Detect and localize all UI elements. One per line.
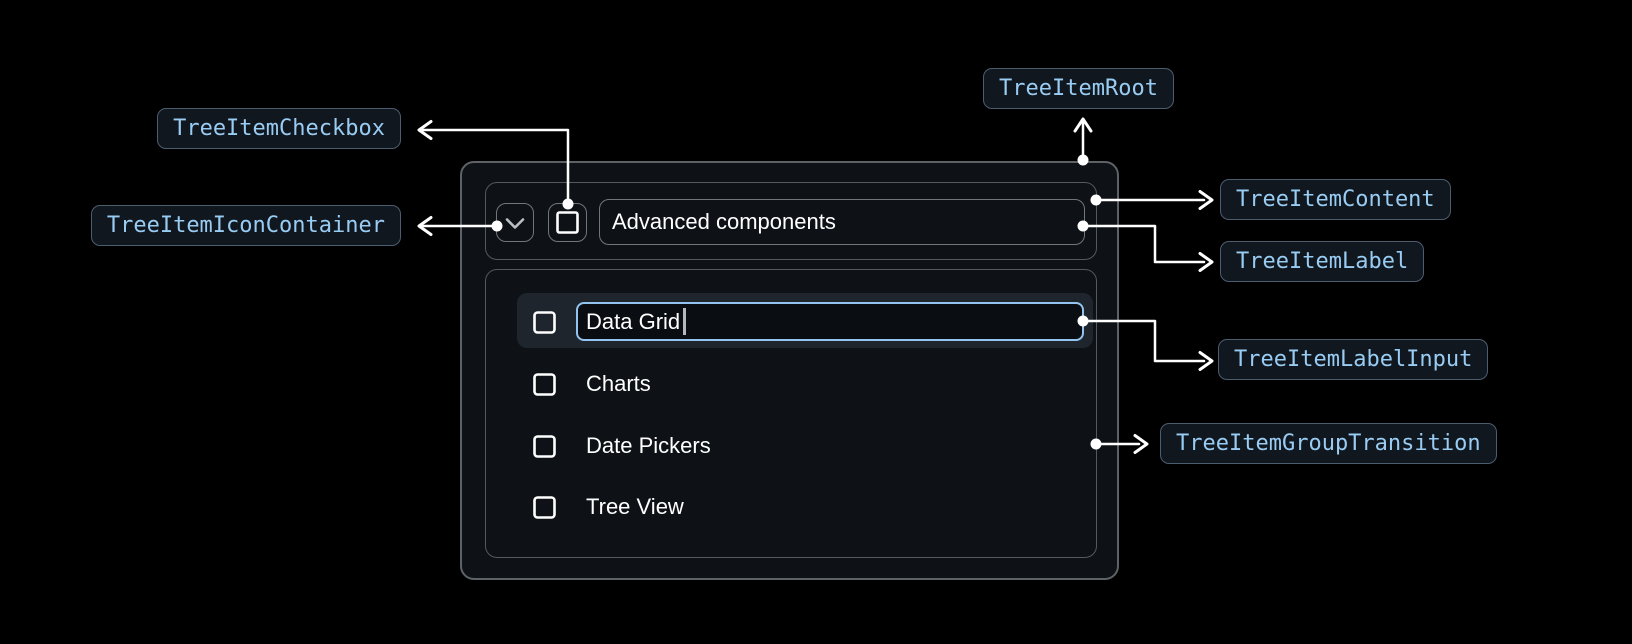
tree-row-label: Tree View: [586, 494, 684, 519]
text-cursor: [683, 308, 686, 335]
expand-collapse-button[interactable]: [496, 203, 534, 242]
arrowhead-right-icon: [1198, 351, 1214, 371]
chevron-down-icon: [505, 217, 525, 229]
connector-tree-item-root: [1073, 117, 1093, 166]
arrowhead-left-icon: [417, 120, 433, 140]
checkbox-unchecked-icon[interactable]: [533, 495, 556, 519]
tree-row-label: Date Pickers: [586, 433, 711, 458]
label-input-value: Data Grid: [586, 308, 681, 334]
annotation-chip-tree-item-root: TreeItemRoot: [983, 68, 1174, 109]
arrowhead-right-icon: [1133, 434, 1149, 454]
arrowhead-left-icon: [417, 216, 433, 236]
annotation-chip-tree-item-icon-container: TreeItemIconContainer: [90, 205, 401, 246]
checkbox-unchecked-icon[interactable]: [533, 372, 556, 396]
tree-row[interactable]: Date Pickers: [533, 432, 711, 460]
arrowhead-right-icon: [1198, 190, 1214, 210]
tree-row-label: Charts: [586, 371, 651, 396]
arrowhead-right-icon: [1198, 252, 1214, 272]
tree-row[interactable]: Tree View: [533, 493, 684, 521]
annotation-chip-tree-item-label-input: TreeItemLabelInput: [1218, 339, 1489, 380]
annotation-chip-tree-item-group-transition: TreeItemGroupTransition: [1160, 423, 1497, 464]
tree-item-group-transition: Data Grid Charts Date Pickers: [485, 269, 1097, 558]
annotation-chip-tree-item-checkbox: TreeItemCheckbox: [157, 108, 401, 149]
tree-row-editing[interactable]: Data Grid: [517, 293, 1093, 348]
checkbox-unchecked-icon[interactable]: [533, 311, 556, 334]
tree-row[interactable]: Charts: [533, 370, 651, 398]
checkbox-unchecked-icon[interactable]: [533, 434, 556, 458]
tree-item-checkbox[interactable]: [548, 203, 587, 242]
tree-item-content[interactable]: Advanced components: [485, 182, 1097, 260]
checkbox-unchecked-icon: [556, 211, 579, 234]
annotation-chip-tree-item-content: TreeItemContent: [1220, 179, 1451, 220]
tree-item-label-input[interactable]: Data Grid: [576, 302, 1084, 341]
arrowhead-up-icon: [1073, 117, 1093, 133]
annotation-chip-tree-item-label: TreeItemLabel: [1220, 241, 1425, 282]
tree-item-label: Advanced components: [599, 199, 1085, 245]
tree-item-label-text: Advanced components: [612, 209, 836, 234]
tree-item-root: Advanced components Data Grid Charts: [460, 161, 1119, 580]
